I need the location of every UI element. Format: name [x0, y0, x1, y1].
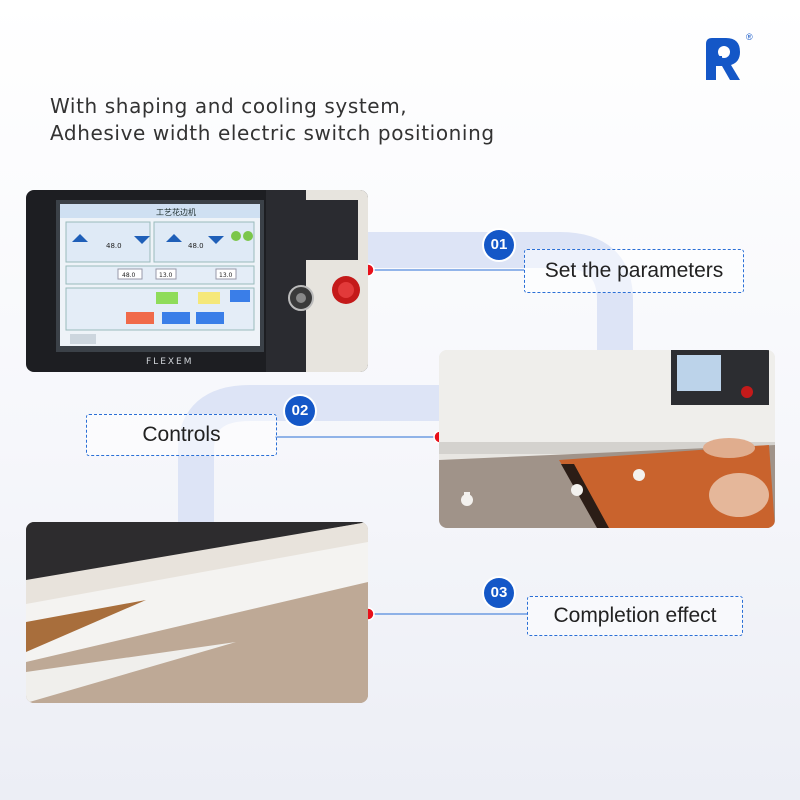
headline: With shaping and cooling system, Adhesiv…	[50, 93, 495, 147]
step-number-badge: 03	[484, 578, 514, 608]
step-label: Completion effect	[527, 596, 743, 636]
registered-mark: ®	[746, 32, 753, 42]
panel-value-4: 13.0	[159, 272, 173, 279]
step-number-badge: 01	[484, 230, 514, 260]
finished-edge-closeup-photo	[26, 522, 368, 703]
panel-value-1: 48.0	[106, 242, 122, 250]
step-number-badge: 02	[285, 396, 315, 426]
headline-line-1: With shaping and cooling system,	[50, 94, 408, 118]
headline-line-2: Adhesive width electric switch positioni…	[50, 121, 495, 145]
panel-value-3: 48.0	[122, 272, 136, 279]
step-label: Controls	[86, 414, 277, 456]
panel-title: 工艺花边机	[156, 207, 196, 217]
machine-operation-photo	[439, 350, 775, 528]
panel-value-5: 13.0	[219, 272, 233, 279]
control-panel-photo: 工艺花边机 48.0 48.0 48.0 13.0 13.0 FLEXEM	[26, 190, 368, 372]
panel-brand: FLEXEM	[146, 357, 194, 367]
panel-value-2: 48.0	[188, 242, 204, 250]
step-label: Set the parameters	[524, 249, 744, 293]
brand-r-logo-icon	[700, 34, 748, 82]
